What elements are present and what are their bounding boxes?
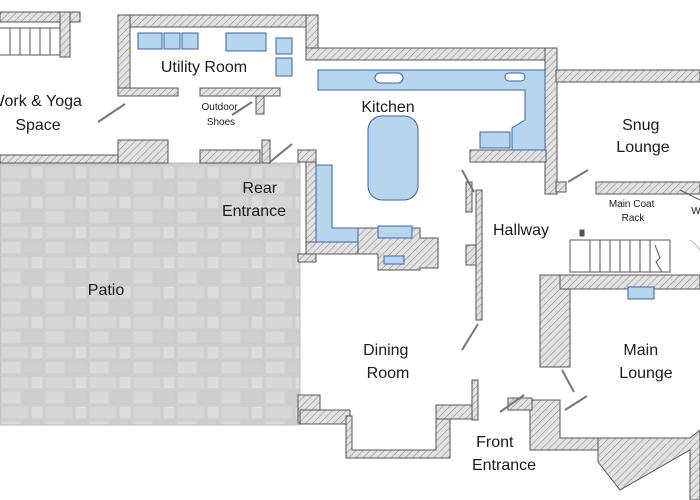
room-label-dining: Dining Room [363, 342, 413, 382]
kitchen-unit [377, 225, 413, 239]
room-label-work-yoga: Work & Yoga Space [0, 93, 86, 134]
coat-rack [579, 189, 700, 280]
kitchen-island [367, 115, 419, 201]
room-label-rear-entrance: Rear Entrance [222, 180, 286, 220]
room-label-utility: Utility Room [161, 59, 247, 76]
room-label-patio: Patio [88, 282, 125, 299]
room-label-edge: W [691, 206, 700, 217]
room-label-main-lounge: Main Lounge [619, 342, 672, 382]
utility-counter [225, 32, 267, 52]
utility-cabinet [163, 32, 181, 50]
room-label-snug: Snug Lounge [616, 117, 669, 156]
kitchen-sink [374, 72, 404, 84]
stair-top-left [0, 27, 61, 56]
utility-appliance [275, 37, 293, 55]
doors [97, 101, 589, 413]
dining-sideboard [383, 255, 405, 265]
hallway-stair [569, 239, 671, 273]
room-label-outdoor-shoes: Outdoor Shoes [202, 102, 241, 128]
kitchen-counter [317, 69, 546, 151]
utility-appliance [275, 57, 293, 77]
kitchen-side-counter [315, 164, 359, 243]
room-label-front-entrance: Front Entrance [472, 434, 536, 474]
utility-cabinet [137, 32, 163, 50]
lounge-cabinet [627, 286, 655, 300]
walls [0, 11, 700, 500]
utility-cabinet [181, 32, 199, 50]
kitchen-hob [504, 72, 526, 82]
fixtures [137, 32, 655, 300]
kitchen-cabinet [479, 131, 511, 149]
room-label-hallway: Hallway [493, 222, 549, 239]
room-label-kitchen: Kitchen [361, 99, 414, 116]
room-label-coat-rack: Main Coat Rack [609, 199, 657, 224]
